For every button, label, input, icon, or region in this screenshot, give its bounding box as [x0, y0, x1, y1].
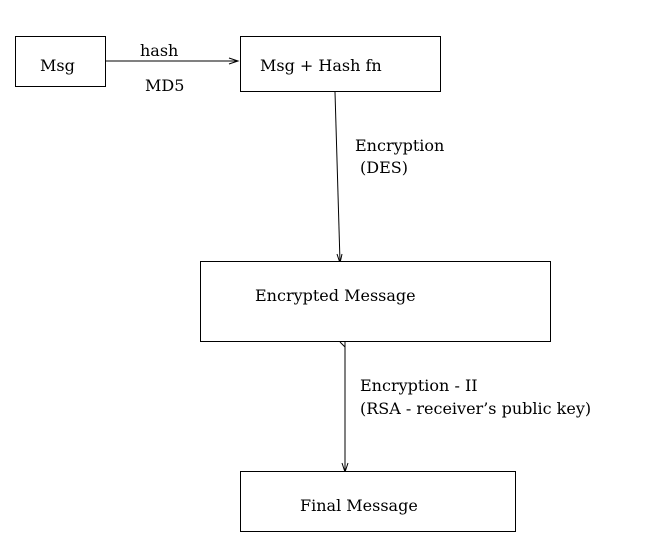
- arrow-hash-to-encrypted: [334, 91, 341, 263]
- encryption-ii-edge-label: Encryption - II: [360, 376, 478, 395]
- final-message-box: [240, 471, 516, 532]
- encrypted-message-box: [200, 261, 551, 342]
- msg-hash-label: Msg + Hash fn: [260, 56, 382, 75]
- encryption-edge-label: Encryption: [355, 136, 445, 155]
- des-edge-label: (DES): [360, 158, 408, 177]
- hash-edge-label: hash: [140, 41, 179, 60]
- final-message-label: Final Message: [300, 496, 418, 515]
- arrow-head-hash: [228, 57, 240, 65]
- msg-hash-box: [240, 36, 441, 92]
- arrow-tail-tick: [339, 341, 346, 348]
- msg-box: [15, 36, 106, 87]
- msg-label: Msg: [40, 56, 75, 75]
- md5-edge-label: MD5: [145, 76, 185, 95]
- rsa-edge-label: (RSA - receiver’s public key): [360, 399, 592, 418]
- encrypted-message-label: Encrypted Message: [255, 286, 416, 305]
